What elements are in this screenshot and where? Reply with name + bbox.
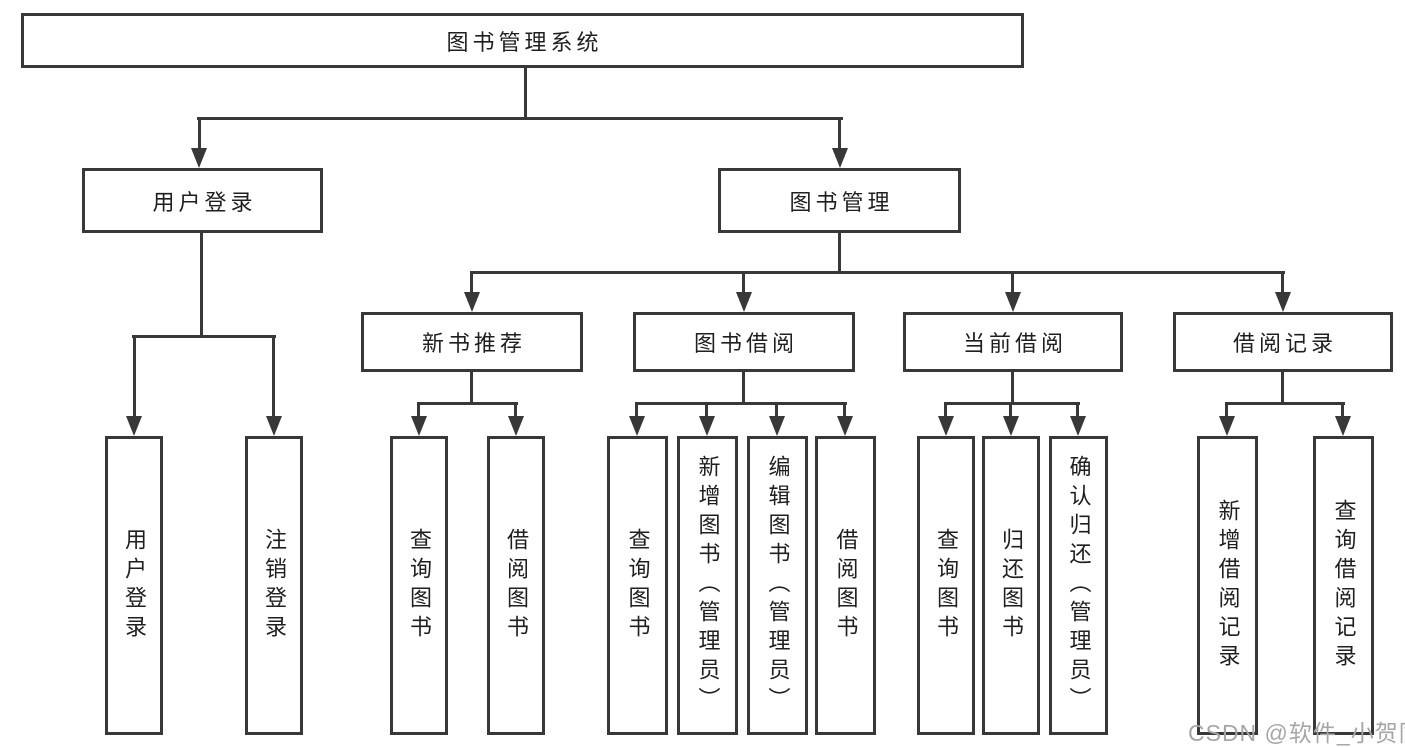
- connector-line: [1341, 402, 1344, 420]
- node-new-book-recommendation: 新书推荐: [361, 312, 583, 372]
- connector-line: [524, 68, 527, 118]
- leaf-confirm-return-admin: 确认归还（管理员）: [1049, 436, 1108, 735]
- node-label: 图书管理系统: [446, 29, 603, 55]
- connector-line: [417, 402, 518, 405]
- leaf-label: 确认归还（管理员）: [1066, 455, 1092, 716]
- arrow-down-icon: [699, 416, 715, 436]
- arrow-down-icon: [1335, 416, 1351, 436]
- arrow-down-icon: [1003, 416, 1019, 436]
- leaf-user-login: 用户登录: [105, 436, 163, 735]
- arrow-down-icon: [464, 292, 480, 312]
- leaf-search-borrow-record: 查询借阅记录: [1313, 436, 1374, 735]
- arrow-down-icon: [266, 416, 282, 436]
- connector-line: [705, 402, 708, 420]
- leaf-edit-books-admin: 编辑图书（管理员）: [747, 436, 808, 735]
- leaf-label: 查询图书: [407, 527, 432, 644]
- connector-line: [470, 271, 1285, 274]
- connector-line: [514, 402, 517, 420]
- node-label: 图书借阅: [693, 331, 798, 356]
- connector-line: [944, 402, 1080, 405]
- connector-line: [742, 372, 745, 405]
- connector-line: [470, 372, 473, 405]
- node-library-management-system: 图书管理系统: [21, 13, 1024, 68]
- arrow-down-icon: [126, 416, 142, 436]
- node-book-borrowing: 图书借阅: [633, 312, 855, 372]
- arrow-down-icon: [769, 416, 785, 436]
- connector-line: [272, 335, 275, 418]
- leaf-borrow-books-recommend: 借阅图书: [487, 436, 545, 735]
- connector-line: [133, 335, 136, 418]
- connector-line: [1281, 271, 1284, 296]
- arrow-down-icon: [1070, 416, 1086, 436]
- leaf-borrow-books-borrowing: 借阅图书: [815, 436, 876, 735]
- leaf-label: 查询图书: [934, 527, 959, 644]
- node-user-login: 用户登录: [82, 168, 323, 233]
- leaf-logout: 注销登录: [245, 436, 303, 735]
- connector-line: [635, 402, 847, 405]
- connector-line: [838, 117, 841, 150]
- leaf-label: 归还图书: [999, 527, 1024, 644]
- arrow-down-icon: [629, 416, 645, 436]
- csdn-watermark: CSDN @软件_小贺同学: [1188, 720, 1405, 746]
- arrow-down-icon: [508, 416, 524, 436]
- arrow-down-icon: [1219, 416, 1235, 436]
- node-book-management: 图书管理: [718, 168, 961, 233]
- connector-line: [1076, 402, 1079, 420]
- node-label: 当前借阅: [962, 331, 1067, 356]
- arrow-down-icon: [938, 416, 954, 436]
- node-current-borrowing: 当前借阅: [903, 312, 1123, 372]
- arrow-down-icon: [191, 148, 207, 168]
- leaf-label: 注销登录: [262, 527, 287, 644]
- leaf-add-books-admin: 新增图书（管理员）: [677, 436, 738, 735]
- node-label: 用户登录: [152, 189, 257, 215]
- leaf-search-books-recommend: 查询图书: [390, 436, 448, 735]
- connector-line: [1009, 402, 1012, 420]
- connector-line: [200, 233, 203, 338]
- arrow-down-icon: [1005, 292, 1021, 312]
- node-label: 图书管理: [789, 189, 894, 215]
- arrow-down-icon: [832, 148, 848, 168]
- connector-line: [1011, 271, 1014, 296]
- node-label: 新书推荐: [421, 331, 526, 356]
- leaf-label: 用户登录: [122, 527, 147, 644]
- connector-line: [1281, 372, 1284, 405]
- arrow-down-icon: [1275, 292, 1291, 312]
- connector-line: [470, 271, 473, 296]
- leaf-label: 借阅图书: [833, 527, 859, 644]
- connector-line: [132, 335, 276, 338]
- connector-line: [843, 402, 846, 420]
- connector-line: [198, 117, 201, 150]
- arrow-down-icon: [736, 292, 752, 312]
- leaf-label: 查询图书: [625, 527, 651, 644]
- node-label: 借阅记录: [1232, 331, 1337, 356]
- leaf-add-borrow-record: 新增借阅记录: [1197, 436, 1258, 735]
- leaf-label: 编辑图书（管理员）: [765, 455, 791, 716]
- connector-line: [635, 402, 638, 420]
- arrow-down-icon: [411, 416, 427, 436]
- leaf-label: 借阅图书: [504, 527, 529, 644]
- leaf-label: 新增图书（管理员）: [695, 455, 721, 716]
- connector-line: [1225, 402, 1228, 420]
- leaf-label: 新增借阅记录: [1215, 498, 1241, 673]
- connector-line: [775, 402, 778, 420]
- leaf-return-books: 归还图书: [982, 436, 1040, 735]
- connector-line: [742, 271, 745, 296]
- leaf-search-books-current: 查询图书: [917, 436, 975, 735]
- arrow-down-icon: [837, 416, 853, 436]
- leaf-label: 查询借阅记录: [1331, 498, 1357, 673]
- connector-line: [197, 117, 843, 120]
- connector-line: [944, 402, 947, 420]
- connector-line: [1011, 372, 1014, 405]
- connector-line: [838, 233, 841, 274]
- leaf-search-books-borrowing: 查询图书: [607, 436, 668, 735]
- connector-line: [1225, 402, 1345, 405]
- node-borrowing-records: 借阅记录: [1173, 312, 1393, 372]
- connector-line: [417, 402, 420, 420]
